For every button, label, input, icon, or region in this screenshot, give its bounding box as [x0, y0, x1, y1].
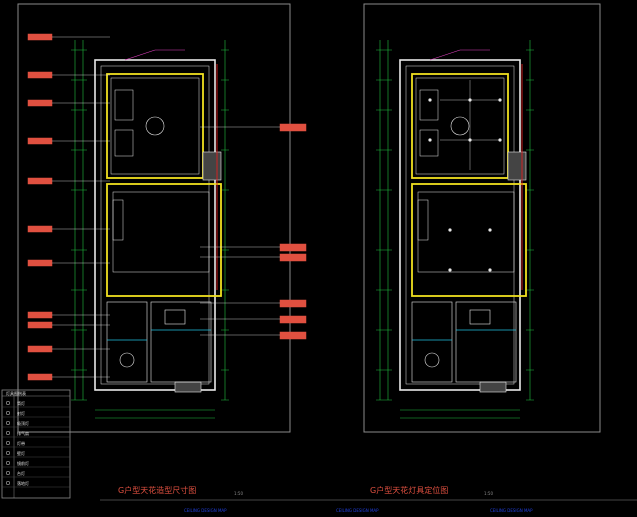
- legend-row-label: 落地灯: [17, 480, 29, 486]
- footer-strip: CEILING DESIGN MAP CEILING DESIGN MAP CE…: [100, 499, 637, 513]
- downlight: [448, 228, 452, 232]
- ceiling-room-2: [106, 183, 222, 297]
- label-tag-left: [27, 71, 53, 79]
- legend-row-label: 镜前灯: [17, 460, 29, 466]
- label-tag-left: [27, 177, 53, 185]
- armchair: [419, 129, 439, 157]
- label-tag-left: [27, 137, 53, 145]
- label-tag-right: [279, 331, 307, 340]
- sheet-2-frame: [363, 3, 601, 433]
- column-block: [507, 151, 527, 181]
- label-tag-left: [27, 373, 53, 381]
- legend-symbol-icon: [5, 400, 11, 406]
- label-tag-right: [279, 315, 307, 324]
- downlight: [468, 98, 472, 102]
- label-tag-left: [27, 259, 53, 267]
- sofa: [114, 89, 134, 121]
- downlight: [488, 228, 492, 232]
- sheet-1-frame: [17, 3, 291, 433]
- legend-row-label: 壁灯: [17, 450, 25, 456]
- legend-row-label: 筒灯: [17, 400, 25, 406]
- label-tag-left: [27, 33, 53, 41]
- sheet-1: G户型天花造型尺寸图 1:50: [17, 3, 307, 496]
- leader-1: [429, 49, 461, 61]
- label-tag-right: [279, 123, 307, 132]
- ceiling-room-1: [411, 73, 509, 179]
- legend-row-label: 射灯: [17, 410, 25, 416]
- room-1-inner: [415, 77, 505, 175]
- door-block: [174, 381, 202, 393]
- sheet-2: G户型天花灯具定位图 1:50: [363, 3, 601, 496]
- label-tag-left: [27, 99, 53, 107]
- downlight: [428, 138, 432, 142]
- legend-symbol-icon: [5, 480, 11, 486]
- legend-symbol-icon: [5, 410, 11, 416]
- legend-symbol-icon: [5, 430, 11, 436]
- pillow: [112, 199, 124, 241]
- downlight: [498, 98, 502, 102]
- basin-fixture: [469, 309, 491, 325]
- legend-row-label: 台灯: [17, 470, 25, 476]
- armchair: [114, 129, 134, 157]
- outer-wall: [399, 59, 521, 391]
- room-1-inner: [110, 77, 200, 175]
- bathroom-left: [411, 301, 453, 383]
- basin-fixture: [164, 309, 186, 325]
- ceiling-room-2: [411, 183, 527, 297]
- label-tag-right: [279, 299, 307, 308]
- footer-text-2: CEILING DESIGN MAP: [336, 508, 379, 513]
- sheet-2-title: G户型天花灯具定位图: [370, 485, 448, 495]
- leader-1: [124, 49, 156, 61]
- sheet-1-scale: 1:50: [234, 491, 243, 496]
- outer-wall: [94, 59, 216, 391]
- downlight: [488, 268, 492, 272]
- legend-row-label: 吸顶灯: [17, 420, 29, 426]
- footer-text-3: CEILING DESIGN MAP: [490, 508, 533, 513]
- legend-symbol-icon: [5, 470, 11, 476]
- footer-text-1: CEILING DESIGN MAP: [184, 508, 227, 513]
- legend-symbol-icon: [5, 460, 11, 466]
- toilet-fixture: [119, 352, 135, 368]
- downlight: [468, 138, 472, 142]
- legend-symbol-icon: [5, 440, 11, 446]
- legend-frame: [1, 389, 71, 499]
- bathroom-left: [106, 301, 148, 383]
- legend-symbol-icon: [5, 420, 11, 426]
- sheet-1-title: G户型天花造型尺寸图: [118, 485, 196, 495]
- legend-row-label: 排气扇: [17, 430, 29, 436]
- label-tag-left: [27, 345, 53, 353]
- sofa: [419, 89, 439, 121]
- legend-symbol-icon: [5, 450, 11, 456]
- label-tag-left: [27, 311, 53, 319]
- legend-row-label: 灯带: [17, 440, 25, 446]
- downlight: [448, 268, 452, 272]
- column-block: [202, 151, 222, 181]
- label-tag-left: [27, 321, 53, 329]
- downlight: [428, 98, 432, 102]
- sheet-1-plan: [71, 40, 229, 419]
- sheet-2-plan: [376, 40, 534, 419]
- downlight: [498, 138, 502, 142]
- legend-header: 灯具图例表: [6, 390, 26, 396]
- sheet-2-scale: 1:50: [484, 491, 493, 496]
- label-tag-left: [27, 225, 53, 233]
- sheet-1-tags: [27, 33, 307, 381]
- toilet-fixture: [424, 352, 440, 368]
- door-block: [479, 381, 507, 393]
- ceiling-fixture: [450, 116, 470, 136]
- label-tag-right: [279, 253, 307, 262]
- pillow: [417, 199, 429, 241]
- ceiling-fixture: [145, 116, 165, 136]
- bathroom-right: [455, 301, 517, 383]
- label-tag-right: [279, 243, 307, 252]
- bathroom-right: [150, 301, 212, 383]
- ceiling-room-1: [106, 73, 204, 179]
